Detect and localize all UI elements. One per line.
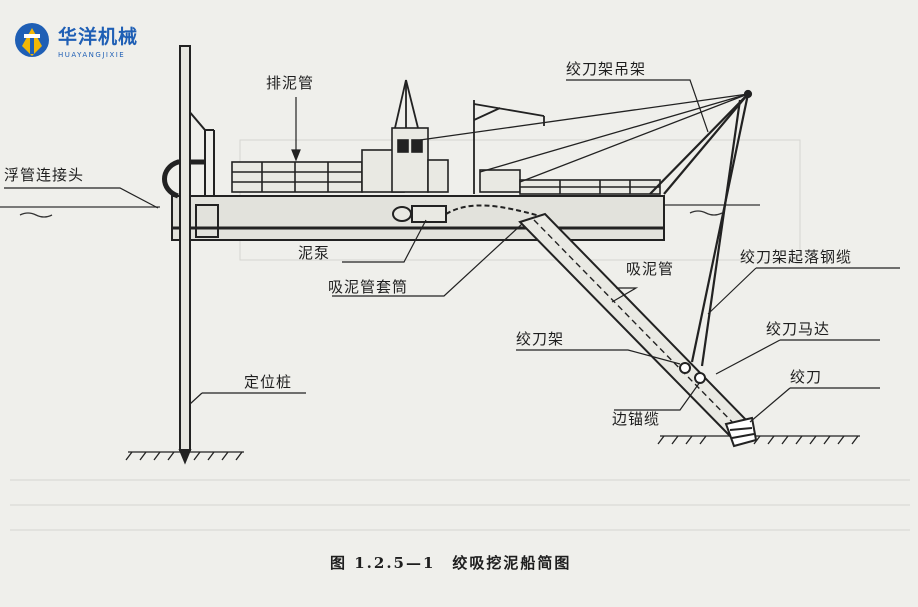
mud-pump — [392, 204, 541, 223]
superstructure — [231, 127, 661, 195]
label-float-pipe-connector: 浮管连接头 — [4, 166, 85, 184]
label-side-anchor-cable: 边锚缆 — [612, 410, 661, 428]
spud — [178, 45, 192, 465]
logo-name-cn: 华洋机械 — [58, 25, 139, 48]
leader-lines — [4, 79, 900, 423]
logo-name-en: HUAYANGJIXIE — [58, 50, 126, 59]
masts — [394, 79, 545, 194]
label-cutter-frame-hoist-cable: 绞刀架起落钢缆 — [740, 248, 853, 266]
figure-caption: 图 1.2.5—1 绞吸挖泥船简图 — [330, 554, 572, 572]
label-mud-pump: 泥泵 — [298, 244, 331, 262]
brand-logo: 华洋机械 HUAYANGJIXIE — [12, 18, 138, 62]
logo-emblem — [15, 23, 49, 57]
label-cutter-motor: 绞刀马达 — [766, 320, 831, 338]
ladder-gantry — [419, 89, 753, 367]
cutter-head — [724, 416, 758, 448]
label-discharge-pipe: 排泥管 — [266, 74, 315, 92]
label-suction-pipe-sleeve: 吸泥管套筒 — [328, 278, 409, 296]
label-suction-pipe: 吸泥管 — [626, 260, 675, 278]
label-spud: 定位桩 — [244, 373, 293, 391]
water-surface — [0, 204, 760, 218]
cutter-frame — [518, 212, 754, 438]
label-cutter-frame: 绞刀架 — [516, 330, 565, 348]
float-pipe-connector — [162, 109, 215, 199]
logo-text: 华洋机械 HUAYANGJIXIE — [58, 22, 138, 59]
label-cutter-frame-hanger: 绞刀架吊架 — [566, 60, 647, 78]
label-cutter: 绞刀 — [790, 368, 823, 386]
